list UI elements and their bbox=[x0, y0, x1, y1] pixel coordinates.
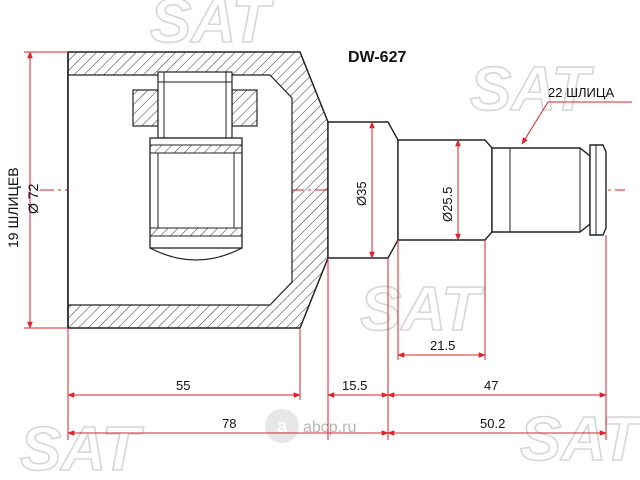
site-watermark: a abcp.ru bbox=[265, 409, 356, 443]
roller-right bbox=[231, 89, 258, 127]
roller-trunnion bbox=[157, 71, 233, 139]
shaft-spline bbox=[491, 147, 591, 233]
roller-left bbox=[132, 89, 159, 127]
outer-diameter-label: Ø 72 bbox=[25, 183, 41, 214]
brand-watermark-center: SAT bbox=[360, 275, 485, 344]
outer-splines-label: 19 ШЛИЦЕВ bbox=[5, 167, 21, 248]
dimension-lines bbox=[24, 51, 632, 440]
dim-50-2-value: 50.2 bbox=[480, 416, 505, 431]
dim-21-5-value: 21.5 bbox=[430, 338, 455, 353]
part-number: DW-627 bbox=[348, 49, 406, 66]
shaft-tip bbox=[589, 144, 607, 236]
dim-78-value: 78 bbox=[222, 416, 236, 431]
diameter-25-5-label: Ø25.5 bbox=[440, 187, 455, 222]
shaft bbox=[327, 121, 607, 259]
dim-15-5-value: 15.5 bbox=[342, 378, 367, 393]
inner-splines-label: 22 ШЛИЦА bbox=[548, 85, 614, 100]
brand-watermark-bottom-right: SAT bbox=[520, 405, 640, 474]
dim-55-value: 55 bbox=[176, 378, 190, 393]
site-logo-letter: a bbox=[277, 416, 288, 436]
dim-47-value: 47 bbox=[484, 378, 498, 393]
brand-watermark-right: SAT bbox=[470, 55, 595, 124]
brand-watermark: SAT SAT SAT SAT SAT bbox=[19, 0, 640, 480]
diameter-35-label: Ø35 bbox=[354, 181, 369, 206]
brand-watermark-top: SAT bbox=[150, 0, 275, 56]
brand-watermark-bottom-left: SAT bbox=[20, 415, 145, 480]
tripod-assembly bbox=[132, 71, 258, 261]
spline-leader bbox=[521, 101, 549, 145]
